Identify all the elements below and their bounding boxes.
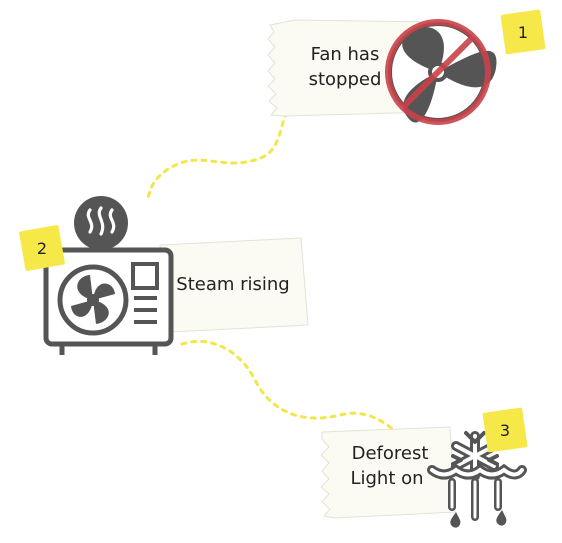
badge-3: 3: [482, 407, 528, 453]
badge-1: 1: [500, 9, 546, 55]
step-3-note: Deforest Light on: [320, 426, 456, 519]
badge-1-number: 1: [518, 23, 528, 42]
dotted-path-1-to-2: [145, 90, 310, 204]
badge-2: 2: [19, 225, 65, 271]
step-3-text-line-1: Deforest: [352, 443, 429, 464]
fan-stopped-icon: [385, 19, 497, 125]
step-2-note: Steam rising: [159, 237, 309, 333]
torn-paper-note-3: [320, 426, 456, 519]
step-1-text-line-2: stopped: [309, 69, 382, 90]
step-3-text-line-2: Light on: [350, 468, 423, 489]
outdoor-ac-unit-icon: [43, 247, 174, 355]
steam-icon: [74, 196, 128, 250]
badge-3-number: 3: [500, 421, 510, 440]
step-1-text-line-1: Fan has: [311, 44, 380, 65]
badge-2-number: 2: [37, 239, 47, 258]
step-2-text: Steam rising: [176, 274, 289, 295]
